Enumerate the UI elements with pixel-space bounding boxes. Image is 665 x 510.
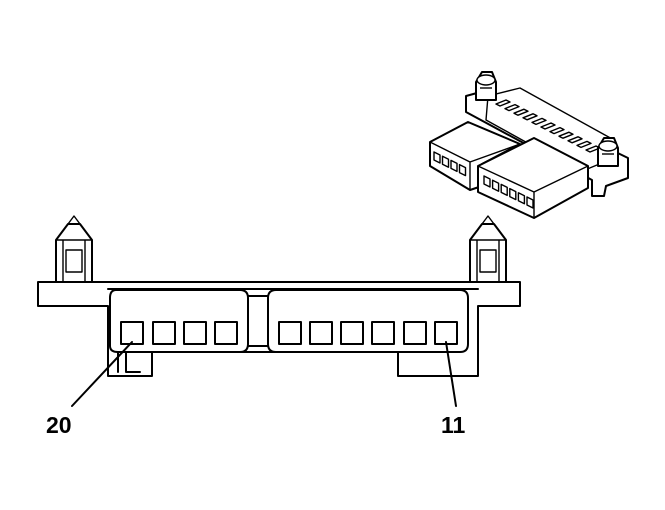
left-foot xyxy=(117,351,141,373)
pin-cavity xyxy=(120,321,144,345)
iso-ribs xyxy=(495,99,601,153)
pin-cavity xyxy=(278,321,302,345)
iso-rib xyxy=(504,103,520,112)
pin-cavity xyxy=(403,321,427,345)
iso-cavity xyxy=(441,155,450,168)
iso-cavity xyxy=(433,151,441,164)
pin-cavity xyxy=(214,321,238,345)
iso-cavity xyxy=(526,196,534,209)
pin-cavity xyxy=(152,321,176,345)
iso-cavity xyxy=(517,192,526,205)
pin-cavity xyxy=(340,321,364,345)
right-latch-tower xyxy=(469,215,507,283)
iso-cavity xyxy=(450,159,458,173)
connector-isometric-view xyxy=(429,71,629,219)
iso-cavity xyxy=(509,187,517,201)
iso-latch-left xyxy=(475,71,497,101)
pin-cavity xyxy=(183,321,207,345)
iso-cavity xyxy=(458,163,467,177)
iso-latch-right xyxy=(597,137,619,167)
iso-cavity xyxy=(483,175,491,188)
left-cavity-block xyxy=(109,289,249,353)
leader-line-20 xyxy=(71,341,133,407)
iso-rib xyxy=(513,108,529,116)
iso-rib xyxy=(576,140,592,149)
pin-cavities xyxy=(120,321,458,345)
iso-cavity xyxy=(500,183,508,197)
callout-label-11: 11 xyxy=(441,412,466,438)
connector-face-view xyxy=(37,215,521,407)
pin-cavity xyxy=(371,321,395,345)
iso-rib xyxy=(522,113,538,121)
iso-rib xyxy=(549,126,565,135)
iso-cavities xyxy=(433,151,534,209)
iso-rib xyxy=(495,99,511,107)
callout-label-20: 20 xyxy=(46,412,72,438)
leader-line-11 xyxy=(445,341,457,407)
pin-cavity xyxy=(434,321,458,345)
iso-rib xyxy=(567,136,583,144)
pin-cavity xyxy=(309,321,333,345)
center-divider xyxy=(247,295,269,347)
left-latch-tower xyxy=(55,215,93,283)
iso-rib xyxy=(540,122,556,130)
iso-right-module xyxy=(477,137,589,219)
iso-rib xyxy=(531,117,547,126)
iso-rib xyxy=(558,131,574,139)
iso-cavity xyxy=(491,179,500,192)
